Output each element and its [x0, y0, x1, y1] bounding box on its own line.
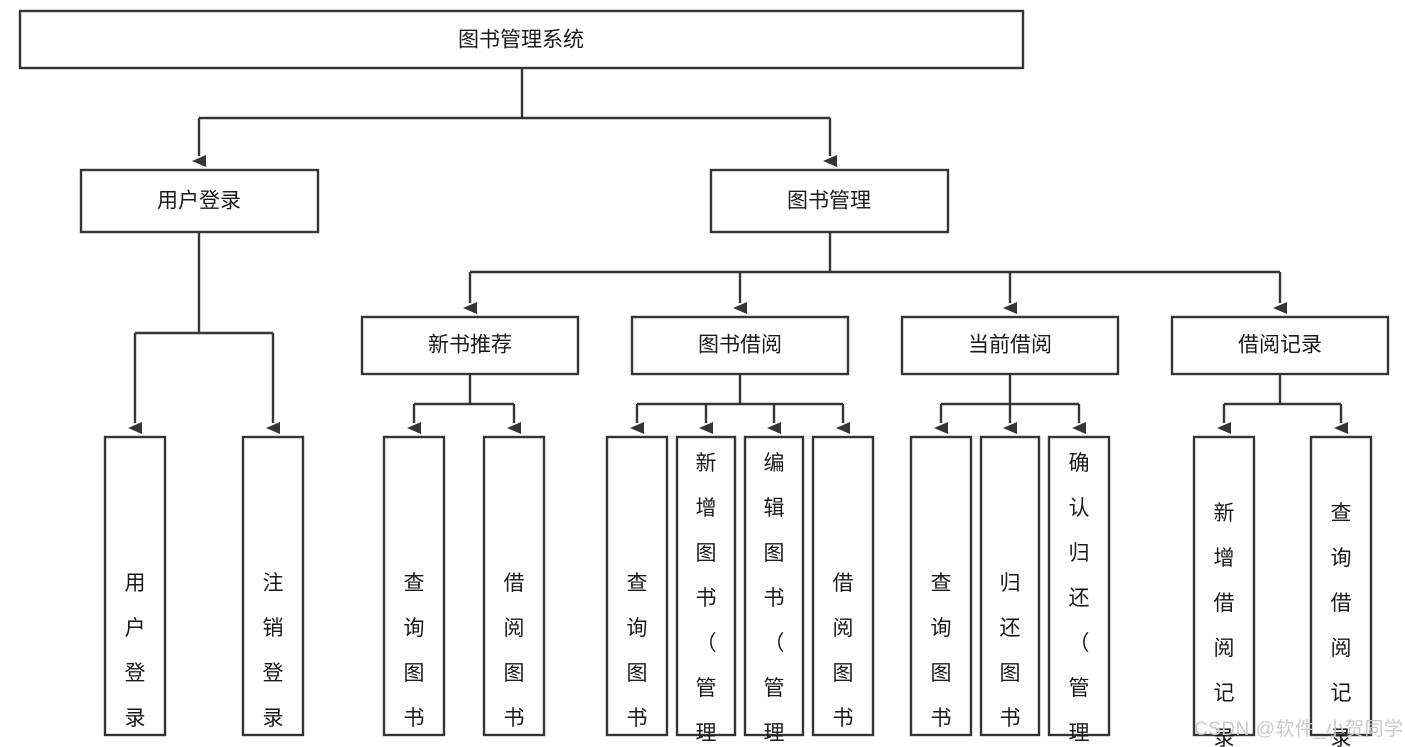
node-records[interactable]: 借阅记录 — [1170, 315, 1390, 376]
node-leaf-12-box[interactable] — [1192, 435, 1256, 737]
node-leaf-8[interactable]: 借阅图书 — [811, 435, 875, 737]
node-leaf-13[interactable]: 查询借阅记录 — [1309, 435, 1373, 747]
node-leaf-9-label: 查询图书 — [931, 572, 952, 730]
node-leaf-8-label: 借阅图书 — [833, 572, 854, 730]
node-leaf-10[interactable]: 归还图书 — [979, 435, 1041, 737]
node-leaf-2[interactable]: 注销登录 — [241, 435, 305, 737]
node-login-box[interactable] — [79, 168, 320, 234]
node-current[interactable]: 当前借阅 — [900, 315, 1120, 376]
node-leaf-9-box[interactable] — [909, 435, 973, 737]
node-borrow-box[interactable] — [630, 315, 850, 376]
node-leaf-4-box[interactable] — [482, 435, 546, 737]
node-newbook-box[interactable] — [360, 315, 580, 376]
node-current-box[interactable] — [900, 315, 1120, 376]
node-leaf-3-box[interactable] — [382, 435, 446, 737]
node-leaf-3[interactable]: 查询图书 — [382, 435, 446, 737]
node-leaf-3-label: 查询图书 — [404, 572, 425, 730]
node-leaf-6-box[interactable] — [675, 435, 737, 737]
node-borrow-label: 图书借阅 — [698, 334, 782, 357]
node-leaf-8-box[interactable] — [811, 435, 875, 737]
node-leaf-11-label: 确认归还（管理员） — [1069, 452, 1090, 747]
node-leaf-12[interactable]: 新增借阅记录 — [1192, 435, 1256, 747]
node-leaf-5-label: 查询图书 — [627, 572, 648, 730]
node-leaf-7[interactable]: 编辑图书（管理员） — [743, 435, 805, 747]
node-leaf-5[interactable]: 查询图书 — [605, 435, 669, 737]
node-bookmgmt-label: 图书管理 — [787, 190, 871, 213]
node-leaf-10-label: 归还图书 — [1000, 572, 1021, 730]
node-leaf-6-label: 新增图书（管理员） — [696, 452, 717, 747]
node-root[interactable]: 图书管理系统 — [18, 9, 1025, 70]
node-leaf-7-label: 编辑图书（管理员） — [764, 452, 785, 747]
node-leaf-2-label: 注销登录 — [263, 572, 284, 730]
node-leaf-4-label: 借阅图书 — [504, 572, 525, 730]
node-leaf-11[interactable]: 确认归还（管理员） — [1047, 435, 1111, 747]
node-leaf-1-box[interactable] — [103, 435, 167, 737]
node-leaf-1-label: 用户登录 — [125, 572, 146, 730]
node-leaf-2-box[interactable] — [241, 435, 305, 737]
node-leaf-10-box[interactable] — [979, 435, 1041, 737]
node-root-box[interactable] — [18, 9, 1025, 70]
node-root-label: 图书管理系统 — [458, 29, 584, 52]
node-records-box[interactable] — [1170, 315, 1390, 376]
edge-layer — [128, 68, 1348, 434]
node-leaf-13-box[interactable] — [1309, 435, 1373, 737]
node-login-label: 用户登录 — [157, 190, 241, 213]
node-leaf-4[interactable]: 借阅图书 — [482, 435, 546, 737]
leaf-nodes-layer: 用户登录 注销登录 查询图书 借阅图书 查询图书 新增图书（管理员） — [103, 435, 1373, 747]
node-bookmgmt-box[interactable] — [709, 168, 950, 234]
node-newbook-label: 新书推荐 — [428, 334, 512, 357]
node-leaf-6[interactable]: 新增图书（管理员） — [675, 435, 737, 747]
node-leaf-13-label: 查询借阅记录 — [1331, 502, 1352, 747]
node-records-label: 借阅记录 — [1238, 334, 1322, 357]
node-leaf-7-box[interactable] — [743, 435, 805, 737]
node-leaf-1[interactable]: 用户登录 — [103, 435, 167, 737]
node-login[interactable]: 用户登录 — [79, 168, 320, 234]
node-leaf-11-box[interactable] — [1047, 435, 1111, 737]
node-bookmgmt[interactable]: 图书管理 — [709, 168, 950, 234]
node-borrow[interactable]: 图书借阅 — [630, 315, 850, 376]
node-leaf-12-label: 新增借阅记录 — [1214, 502, 1235, 747]
node-leaf-9[interactable]: 查询图书 — [909, 435, 973, 737]
node-leaf-5-box[interactable] — [605, 435, 669, 737]
node-newbook[interactable]: 新书推荐 — [360, 315, 580, 376]
node-current-label: 当前借阅 — [968, 334, 1052, 357]
